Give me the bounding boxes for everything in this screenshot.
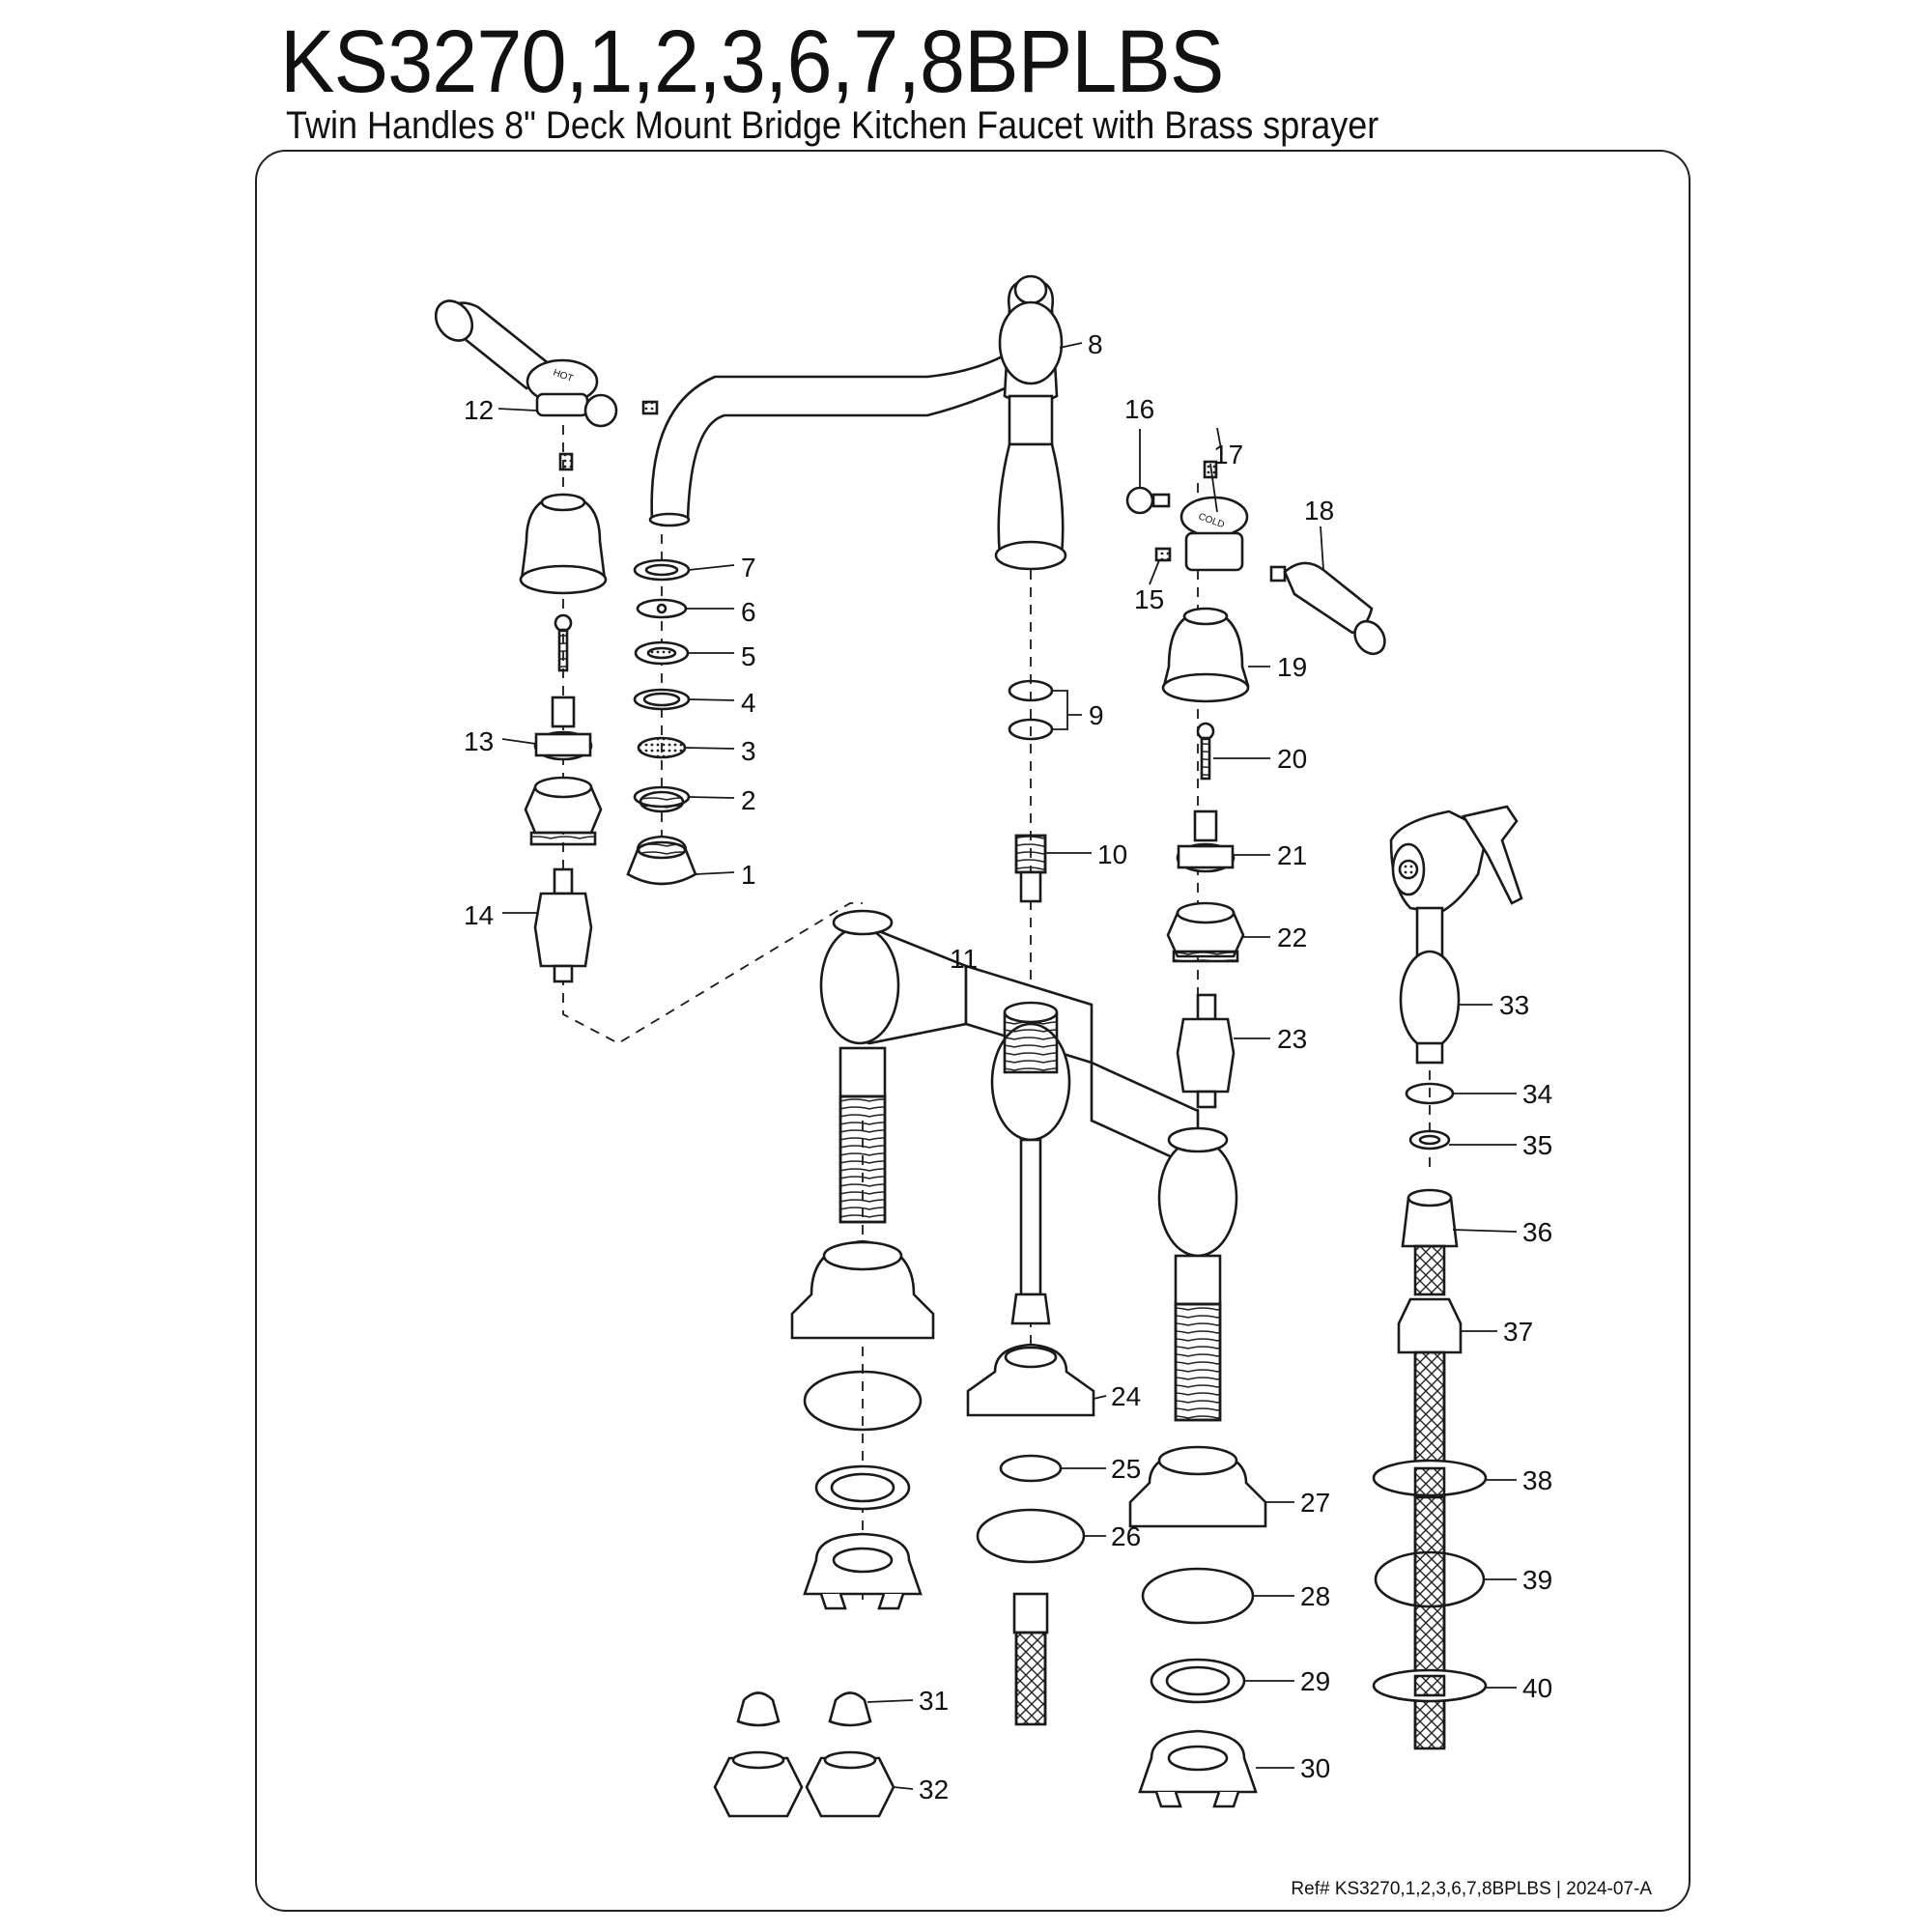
part-label-38: 38 <box>1522 1465 1552 1495</box>
part-label-14: 14 <box>464 900 494 930</box>
o-rings-and-connector <box>1008 679 1054 903</box>
part-label-20: 20 <box>1277 744 1307 774</box>
part-label-2: 2 <box>741 785 756 815</box>
part-label-11: 11 <box>950 944 978 974</box>
part-label-25: 25 <box>1111 1454 1141 1484</box>
aerator-stack <box>626 558 697 886</box>
part-label-7: 7 <box>741 553 756 582</box>
part-label-22: 22 <box>1277 923 1307 952</box>
part-labels: 1 2 3 4 5 6 7 8 9 10 11 12 13 14 15 16 1… <box>464 329 1552 1804</box>
part-label-29: 29 <box>1300 1666 1330 1696</box>
part-label-6: 6 <box>741 597 756 627</box>
part-label-9: 9 <box>1089 700 1104 730</box>
sprayer-assembly <box>1372 805 1523 1750</box>
page-title: KS3270,1,2,3,6,7,8BPLBS <box>280 13 1224 111</box>
bridge-body <box>819 909 1238 1422</box>
part-label-40: 40 <box>1522 1673 1552 1703</box>
cold-handle-assembly: COLD <box>1125 460 1386 1109</box>
part-label-21: 21 <box>1277 840 1307 870</box>
part-label-34: 34 <box>1522 1079 1552 1109</box>
part-label-24: 24 <box>1111 1381 1141 1411</box>
part-label-18: 18 <box>1304 496 1334 526</box>
part-label-3: 3 <box>741 736 756 766</box>
right-base-stack <box>1128 1445 1267 1808</box>
part-label-19: 19 <box>1277 652 1307 682</box>
hot-handle-assembly: HOT <box>434 299 659 983</box>
part-label-1: 1 <box>741 860 756 890</box>
part-label-35: 35 <box>1522 1130 1552 1160</box>
part-label-37: 37 <box>1503 1317 1533 1347</box>
left-base-stack <box>790 1239 935 1610</box>
part-label-4: 4 <box>741 688 756 718</box>
diagram-frame <box>255 150 1690 1912</box>
page-subtitle: Twin Handles 8" Deck Mount Bridge Kitche… <box>286 104 1379 147</box>
part-label-23: 23 <box>1277 1024 1307 1054</box>
part-label-15: 15 <box>1134 584 1164 614</box>
part-label-36: 36 <box>1522 1217 1552 1247</box>
center-base-stack <box>966 1343 1095 1726</box>
part-label-31: 31 <box>919 1686 949 1716</box>
reference-footer: Ref# KS3270,1,2,3,6,7,8BPLBS | 2024-07-A <box>1291 1879 1652 1899</box>
part-label-10: 10 <box>1097 839 1127 869</box>
part-label-32: 32 <box>919 1775 949 1804</box>
part-label-8: 8 <box>1088 329 1103 359</box>
spout-assembly <box>648 274 1067 571</box>
part-label-39: 39 <box>1522 1565 1552 1595</box>
part-label-26: 26 <box>1111 1521 1141 1551</box>
ferrules-and-nuts <box>713 1691 895 1818</box>
part-label-27: 27 <box>1300 1488 1330 1518</box>
part-label-5: 5 <box>741 641 756 671</box>
part-label-12: 12 <box>464 395 494 425</box>
part-label-13: 13 <box>464 726 494 756</box>
part-label-30: 30 <box>1300 1753 1330 1783</box>
part-label-16: 16 <box>1124 394 1154 424</box>
leader-lines <box>497 342 1518 1790</box>
part-label-28: 28 <box>1300 1581 1330 1611</box>
part-label-33: 33 <box>1499 990 1529 1020</box>
part-label-17: 17 <box>1213 440 1243 469</box>
